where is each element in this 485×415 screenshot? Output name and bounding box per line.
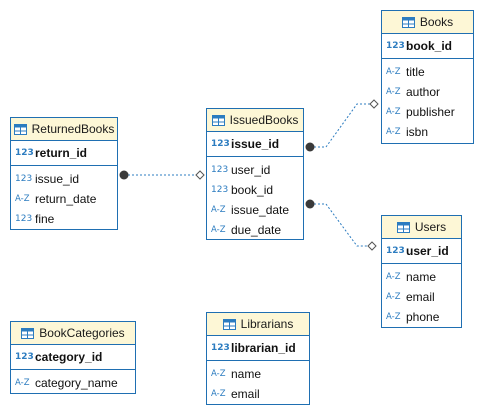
column-name: return_id (35, 146, 88, 160)
column-row[interactable]: A-Z phone (382, 307, 461, 327)
primary-key-row[interactable]: 123 category_id (11, 345, 135, 370)
numeric-type-icon: 123 (15, 352, 34, 362)
entity-title: Users (414, 220, 447, 234)
entity-header: Books (382, 11, 473, 34)
column-row[interactable]: A-Z issue_date (207, 200, 303, 220)
column-row[interactable]: A-Z name (382, 267, 461, 287)
column-row[interactable]: A-Z category_name (11, 373, 135, 393)
column-name: email (406, 290, 435, 304)
column-name: isbn (406, 125, 429, 139)
link-returned-issued (119, 170, 205, 180)
column-name: user_id (406, 244, 449, 258)
column-name: title (406, 65, 425, 79)
column-row[interactable]: A-Z author (382, 82, 473, 102)
text-type-icon: A-Z (211, 369, 226, 379)
link-issued-books (305, 99, 379, 152)
entity-title: Librarians (240, 317, 294, 331)
text-type-icon: A-Z (386, 127, 401, 137)
text-type-icon: A-Z (211, 205, 226, 215)
column-row[interactable]: A-Z name (207, 364, 309, 384)
column-row[interactable]: A-Z email (382, 287, 461, 307)
table-icon (13, 123, 27, 135)
entity-header: ReturnedBooks (11, 118, 117, 141)
column-name: category_id (35, 350, 103, 364)
column-name: due_date (231, 223, 282, 237)
numeric-type-icon: 123 (386, 246, 405, 256)
column-name: user_id (231, 163, 271, 177)
text-type-icon: A-Z (211, 225, 226, 235)
primary-key-row[interactable]: 123 user_id (382, 239, 461, 264)
column-name: issue_date (231, 203, 290, 217)
column-row[interactable]: A-Z isbn (382, 122, 473, 142)
text-type-icon: A-Z (211, 389, 226, 399)
link-issued-users (305, 199, 377, 251)
column-row[interactable]: A-Z email (207, 384, 309, 404)
column-name: publisher (406, 105, 455, 119)
numeric-type-icon: 123 (211, 185, 229, 195)
entity-header: BookCategories (11, 322, 135, 345)
entity-book-categories[interactable]: BookCategories 123 category_id A-Z catego… (10, 321, 136, 394)
entity-header: Librarians (207, 313, 309, 336)
column-name: author (406, 85, 441, 99)
column-name: book_id (231, 183, 274, 197)
entity-title: BookCategories (39, 326, 125, 340)
column-name: category_name (35, 376, 118, 390)
table-icon (401, 16, 415, 28)
column-row[interactable]: A-Z publisher (382, 102, 473, 122)
text-type-icon: A-Z (386, 292, 401, 302)
entity-librarians[interactable]: Librarians 123 librarian_id A-Z name A-Z e… (206, 312, 310, 405)
text-type-icon: A-Z (15, 378, 30, 388)
entity-title: Books (419, 15, 454, 29)
column-row[interactable]: A-Z return_date (11, 189, 117, 209)
column-name: issue_id (35, 172, 80, 186)
numeric-type-icon: 123 (211, 343, 230, 353)
entity-title: IssuedBooks (229, 113, 299, 127)
text-type-icon: A-Z (386, 67, 401, 77)
numeric-type-icon: 123 (211, 165, 229, 175)
entity-users[interactable]: Users 123 user_id A-Z name A-Z email A-Z ph… (381, 215, 462, 328)
column-name: book_id (406, 39, 453, 53)
entity-title: ReturnedBooks (31, 122, 115, 136)
primary-key-row[interactable]: 123 return_id (11, 141, 117, 166)
column-name: return_date (35, 192, 97, 206)
numeric-type-icon: 123 (15, 148, 34, 158)
column-row[interactable]: A-Z due_date (207, 220, 303, 240)
table-icon (21, 327, 35, 339)
text-type-icon: A-Z (386, 107, 401, 117)
numeric-type-icon: 123 (15, 214, 33, 224)
text-type-icon: A-Z (386, 272, 401, 282)
text-type-icon: A-Z (15, 194, 30, 204)
table-icon (211, 114, 225, 126)
numeric-type-icon: 123 (211, 139, 230, 149)
table-icon (396, 221, 410, 233)
column-name: fine (35, 212, 55, 226)
column-name: phone (406, 310, 440, 324)
primary-key-row[interactable]: 123 librarian_id (207, 336, 309, 361)
table-icon (222, 318, 236, 330)
entity-header: IssuedBooks (207, 109, 303, 132)
column-row[interactable]: A-Z title (382, 62, 473, 82)
entity-books[interactable]: Books 123 book_id A-Z title A-Z author A-Z… (381, 10, 474, 144)
primary-key-row[interactable]: 123 book_id (382, 34, 473, 59)
numeric-type-icon: 123 (15, 174, 33, 184)
entity-header: Users (382, 216, 461, 239)
numeric-type-icon: 123 (386, 41, 405, 51)
column-name: name (406, 270, 437, 284)
primary-key-row[interactable]: 123 issue_id (207, 132, 303, 157)
text-type-icon: A-Z (386, 87, 401, 97)
text-type-icon: A-Z (386, 312, 401, 322)
column-name: email (231, 387, 260, 401)
column-name: issue_id (231, 137, 280, 151)
column-name: name (231, 367, 262, 381)
column-name: librarian_id (231, 341, 296, 355)
